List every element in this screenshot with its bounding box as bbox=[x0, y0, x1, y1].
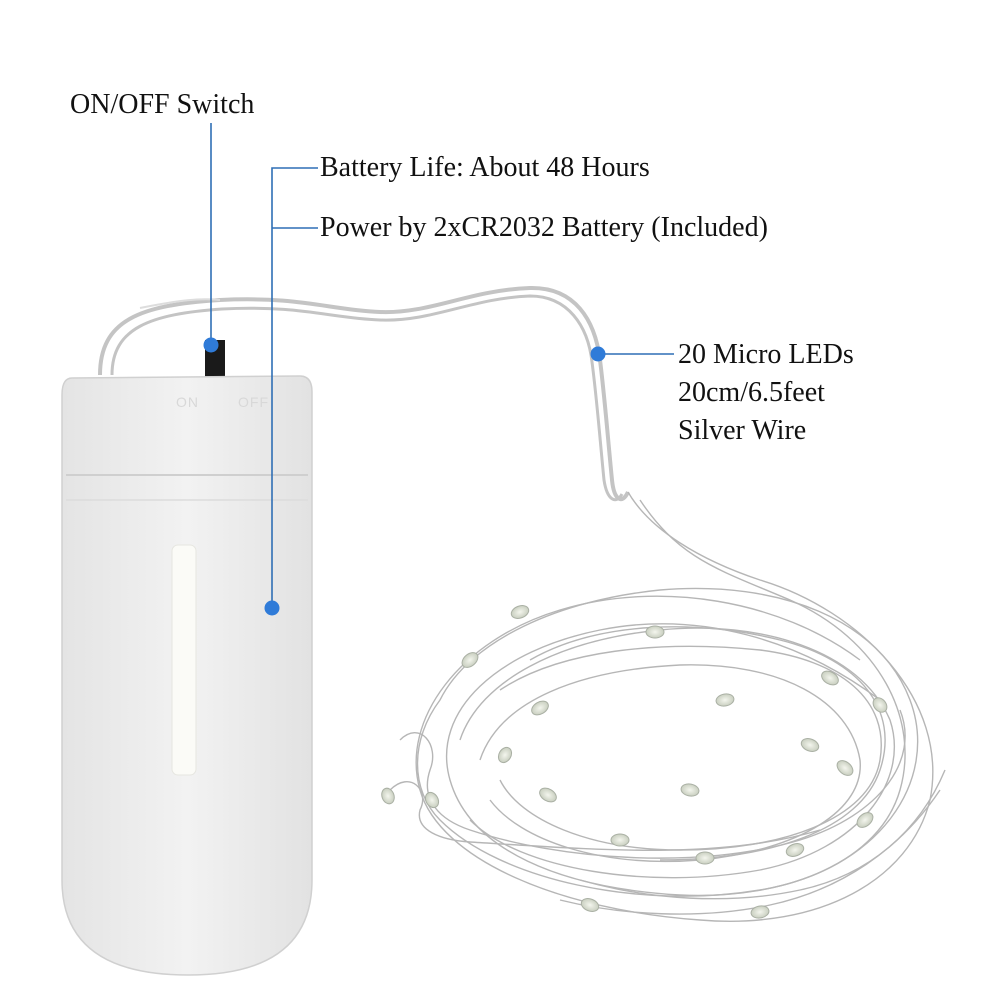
callout-dots bbox=[203, 337, 606, 616]
wire-length-text: 20cm/6.5feet bbox=[678, 377, 825, 408]
battery-callout-dot bbox=[264, 600, 280, 616]
led-wire-callout-label: 20 Micro LEDs 20cm/6.5feet Silver Wire bbox=[678, 336, 854, 450]
power-callout-label: Power by 2xCR2032 Battery (Included) bbox=[320, 212, 768, 243]
ribbon-cable bbox=[98, 285, 630, 502]
battery-indicator-window bbox=[171, 544, 197, 776]
led-count-text: 20 Micro LEDs bbox=[678, 339, 854, 370]
wire-type-text: Silver Wire bbox=[678, 415, 807, 446]
battery-box bbox=[61, 340, 313, 976]
switch-on-marking: ON bbox=[176, 394, 199, 410]
switch-callout-dot bbox=[203, 337, 219, 353]
switch-callout-label: ON/OFF Switch bbox=[70, 89, 255, 120]
battery-life-callout-label: Battery Life: About 48 Hours bbox=[320, 152, 650, 183]
callout-lines bbox=[210, 123, 674, 608]
wire-callout-dot bbox=[590, 346, 606, 362]
led-wire-coils bbox=[389, 491, 946, 922]
micro-leds bbox=[381, 605, 888, 919]
switch-off-marking: OFF bbox=[238, 394, 269, 410]
